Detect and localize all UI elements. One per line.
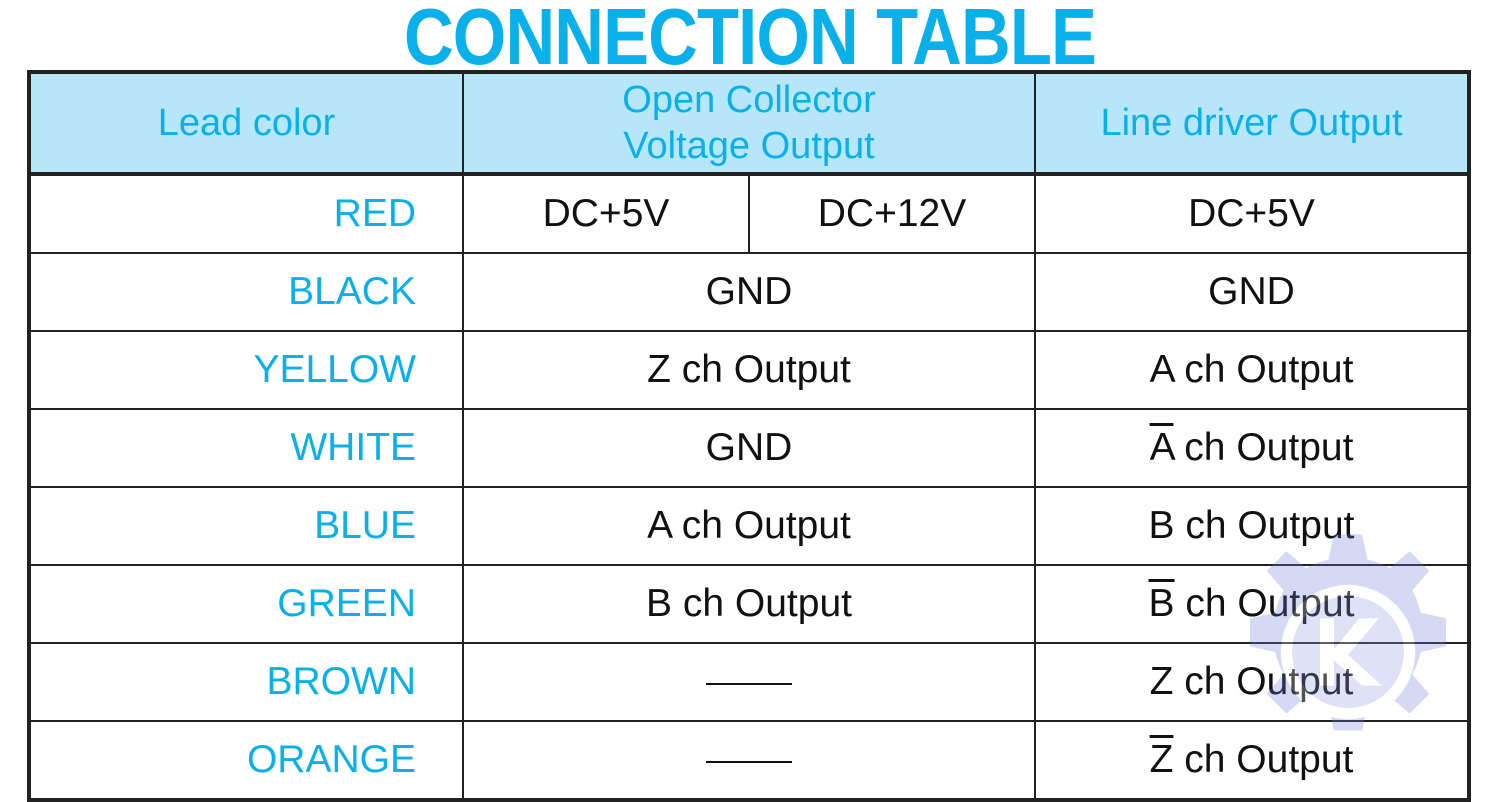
empty-dash <box>706 682 792 685</box>
line-driver-cell: Z ch Output <box>1034 720 1470 801</box>
line-driver-cell: Z ch Output <box>1034 642 1470 722</box>
line-driver-text: ch Output <box>1173 348 1354 391</box>
lead-color-cell: RED <box>28 173 464 254</box>
lead-color-cell: GREEN <box>28 564 464 644</box>
table-row: ORANGE Z ch Output <box>28 720 1470 801</box>
header-line-driver: Line driver Output <box>1034 71 1470 176</box>
open-collector-cell: A ch Output <box>462 486 1036 566</box>
line-driver-cell: A ch Output <box>1034 330 1470 410</box>
header-lead-color: Lead color <box>28 71 464 176</box>
line-driver-text: ch Output <box>1174 504 1355 547</box>
open-collector-12v-cell: DC+12V <box>748 173 1036 254</box>
lead-color-cell: BROWN <box>28 642 464 722</box>
overline-channel: Z <box>1149 738 1174 781</box>
line-driver-cell: A ch Output <box>1034 408 1470 488</box>
connection-table: Lead color Open Collector Voltage Output… <box>27 70 1471 802</box>
line-driver-cell: DC+5V <box>1034 173 1470 254</box>
line-driver-cell: B ch Output <box>1034 564 1470 644</box>
empty-dash <box>706 760 792 763</box>
header-open-collector: Open Collector Voltage Output <box>462 71 1036 176</box>
line-driver-text: ch Output <box>1174 582 1355 625</box>
overline-channel: B <box>1148 582 1175 625</box>
open-collector-5v-cell: DC+5V <box>462 173 750 254</box>
header-open-collector-line2: Voltage Output <box>623 125 875 167</box>
line-driver-text: ch Output <box>1173 660 1354 703</box>
open-collector-cell <box>462 720 1036 801</box>
overline-channel: A <box>1149 426 1174 469</box>
open-collector-cell: Z ch Output <box>462 330 1036 410</box>
line-driver-text: ch Output <box>1173 738 1354 781</box>
lead-color-cell: BLACK <box>28 252 464 332</box>
header-open-collector-line1: Open Collector <box>622 79 876 121</box>
line-driver-text: GND <box>1208 270 1295 313</box>
open-collector-cell: GND <box>462 408 1036 488</box>
line-driver-cell: B ch Output <box>1034 486 1470 566</box>
lead-color-cell: BLUE <box>28 486 464 566</box>
open-collector-cell: GND <box>462 252 1036 332</box>
table-header-row: Lead color Open Collector Voltage Output… <box>28 71 1470 176</box>
lead-color-cell: WHITE <box>28 408 464 488</box>
open-collector-cell: B ch Output <box>462 564 1036 644</box>
channel-prefix: B <box>1148 504 1175 547</box>
page-title: CONNECTION TABLE <box>403 0 1097 81</box>
line-driver-text: ch Output <box>1173 426 1354 469</box>
line-driver-text: DC+5V <box>1188 192 1315 235</box>
line-driver-cell: GND <box>1034 252 1470 332</box>
channel-prefix: A <box>1149 348 1174 391</box>
open-collector-cell <box>462 642 1036 722</box>
table-row: BROWN Z ch Output <box>28 642 1470 722</box>
channel-prefix: Z <box>1149 660 1174 703</box>
connection-table-container: Lead color Open Collector Voltage Output… <box>27 70 1471 802</box>
lead-color-cell: YELLOW <box>28 330 464 410</box>
lead-color-cell: ORANGE <box>28 720 464 801</box>
